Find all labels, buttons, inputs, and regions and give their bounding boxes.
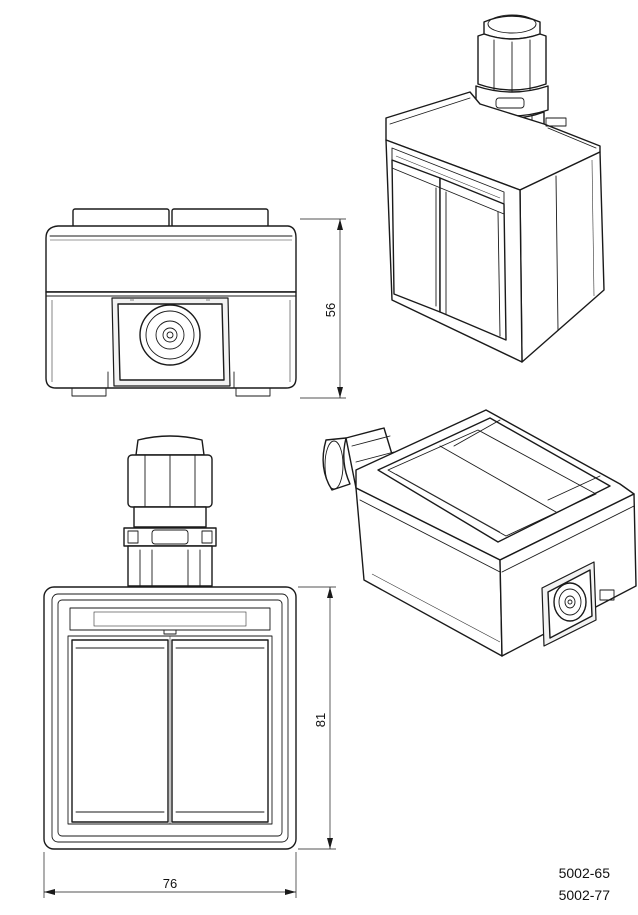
front-view	[45, 208, 297, 397]
dimension-label-76: 76	[163, 876, 177, 891]
part-number-2: 5002-77	[559, 887, 611, 903]
dimension-label-56: 56	[323, 303, 338, 317]
isometric-view-tilted	[322, 409, 637, 657]
top-view	[43, 435, 297, 850]
dimension-76: 76	[43, 852, 297, 898]
part-number-1: 5002-65	[559, 865, 611, 881]
dimension-81: 81	[298, 586, 336, 850]
dimension-56: 56	[300, 218, 346, 399]
part-numbers: 5002-65 5002-77	[559, 865, 611, 903]
dimension-label-81: 81	[313, 713, 328, 727]
isometric-view-upright	[385, 14, 605, 363]
